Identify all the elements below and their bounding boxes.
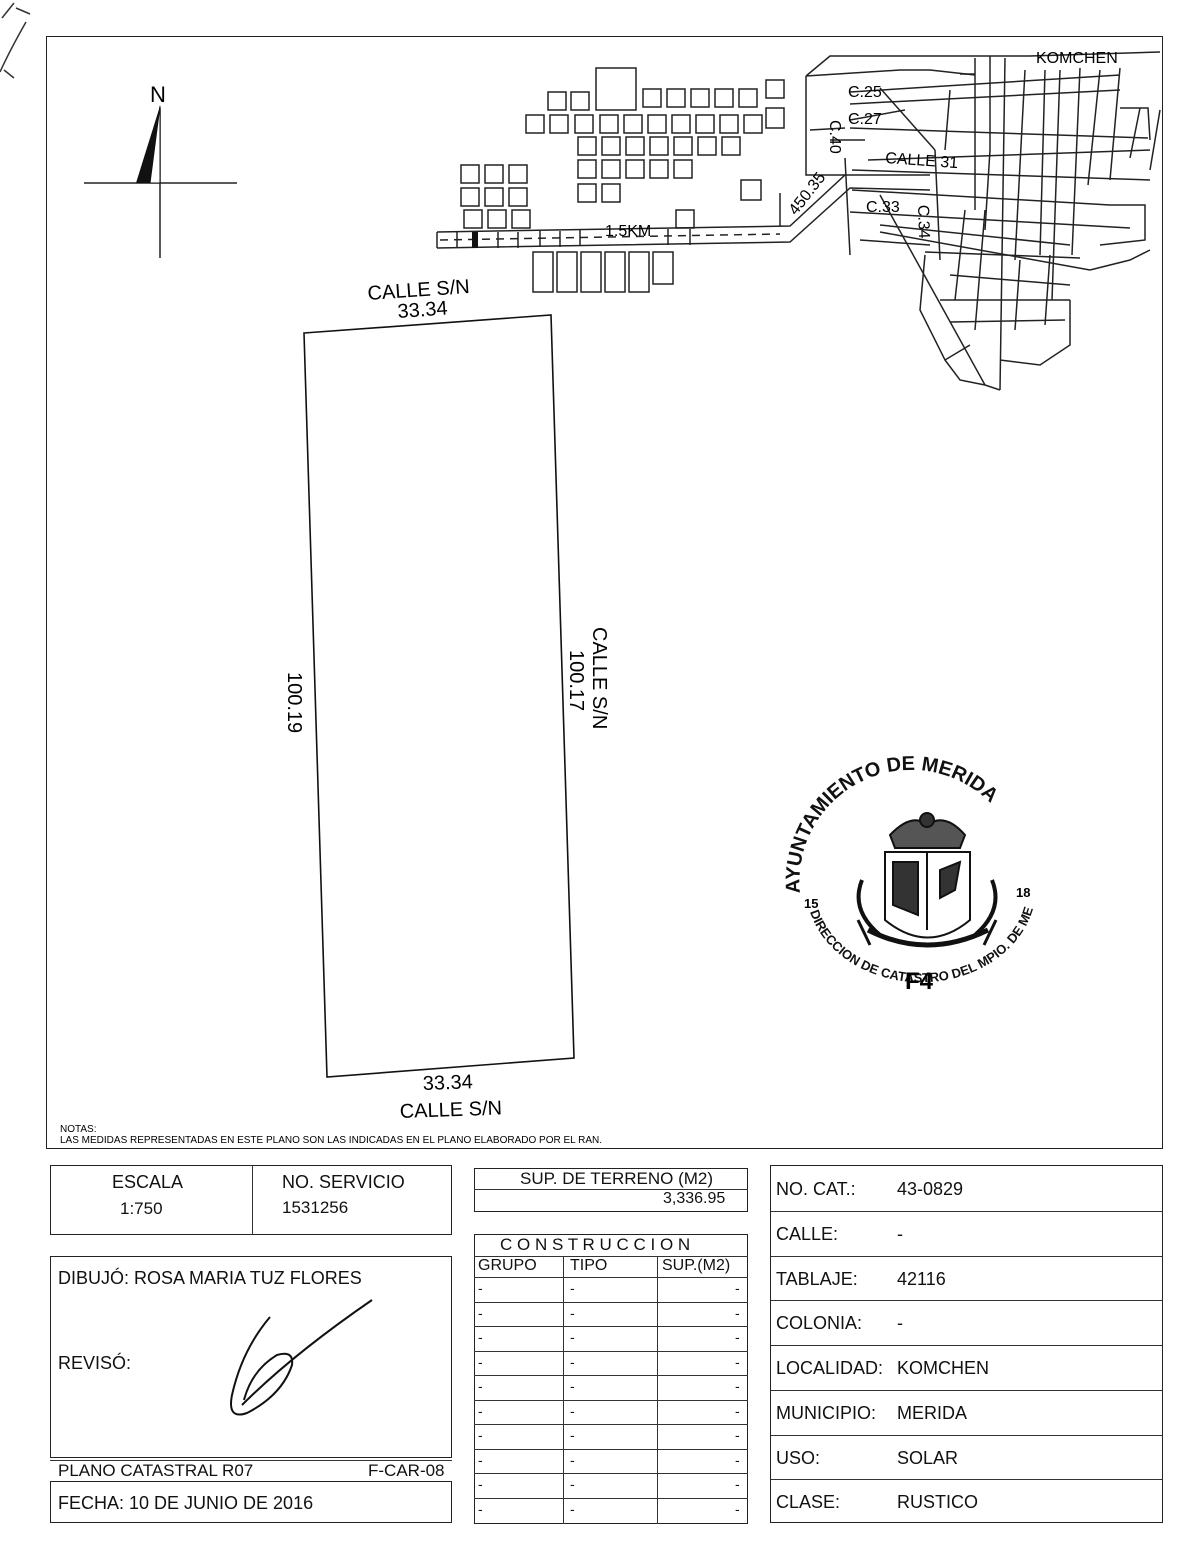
lot-left-length: 100.19 — [283, 672, 305, 733]
construction-cell-sup: - — [735, 1378, 740, 1394]
construction-cell-grupo: - — [478, 1280, 483, 1296]
lot-top-length: 33.34 — [397, 298, 448, 323]
land-area-box — [474, 1168, 748, 1212]
info-label: CALLE: — [776, 1223, 839, 1244]
drafting-box — [50, 1256, 452, 1458]
construction-cell-grupo: - — [478, 1402, 483, 1419]
servicio-value: 1531256 — [282, 1198, 349, 1217]
seal-year-right: 18 — [1016, 885, 1030, 900]
construction-header-tipo: TIPO — [570, 1257, 608, 1274]
lot-bottom-length: 33.34 — [422, 1071, 473, 1095]
info-value: 43-0829 — [897, 1179, 964, 1199]
construction-table — [474, 1234, 748, 1524]
land-area-value: 3,336.95 — [663, 1190, 726, 1207]
construction-cell-grupo: - — [478, 1427, 483, 1443]
plan-title: PLANO CATASTRAL R07 — [58, 1461, 254, 1480]
info-label: MUNICIPIO: — [776, 1402, 877, 1423]
construction-cell-grupo: - — [478, 1378, 483, 1394]
info-value: SOLAR — [897, 1447, 959, 1468]
reviewed-by-label: REVISÓ: — [58, 1353, 132, 1373]
construction-title: C O N S T R U C C I O N — [500, 1235, 691, 1254]
construction-cell-sup: - — [735, 1500, 740, 1517]
construction-cell-sup: - — [735, 1476, 740, 1492]
lot-bottom-street: CALLE S/N — [399, 1097, 502, 1123]
locality-label: KOMCHEN — [1036, 50, 1118, 67]
construction-cell-sup: - — [735, 1280, 740, 1296]
komchen-streets — [805, 51, 1161, 391]
construction-cell-tipo: - — [570, 1476, 575, 1492]
map-drawing: N — [0, 0, 1161, 1146]
construction-cell-grupo: - — [478, 1476, 483, 1492]
construction-cell-grupo: - — [478, 1329, 483, 1345]
seal-year-left: 15 — [804, 896, 818, 911]
scale-service-box — [50, 1165, 452, 1235]
escala-value: 1:750 — [120, 1199, 163, 1218]
street-c34: C.34 — [914, 205, 932, 239]
info-label: TABLAJE: — [776, 1268, 858, 1289]
street-c40: C.40 — [826, 120, 843, 154]
form-code: F-CAR-08 — [368, 1461, 445, 1480]
north-arrow-icon — [84, 105, 237, 258]
construction-cell-tipo: - — [570, 1304, 575, 1321]
construction-cell-tipo: - — [570, 1280, 575, 1296]
notes-text: LAS MEDIDAS REPRESENTADAS EN ESTE PLANO … — [60, 1135, 602, 1146]
servicio-label: NO. SERVICIO — [282, 1172, 405, 1192]
land-area-label: SUP. DE TERRENO (M2) — [520, 1169, 714, 1188]
construction-cell-grupo: - — [478, 1304, 483, 1321]
street-c33: C.33 — [866, 199, 900, 216]
drawn-by: DIBUJÓ: ROSA MARIA TUZ FLORES — [58, 1268, 362, 1288]
info-value: 42116 — [897, 1268, 946, 1289]
info-value: - — [897, 1313, 903, 1334]
lot-polygon — [303, 314, 575, 1078]
construction-cell-sup: - — [735, 1304, 740, 1321]
signature-icon — [230, 1299, 373, 1416]
street-c25: C.25 — [848, 84, 882, 101]
construction-cell-grupo: - — [478, 1500, 483, 1517]
info-label: COLONIA: — [776, 1313, 863, 1334]
construction-cell-tipo: - — [570, 1402, 575, 1419]
construction-cell-tipo: - — [570, 1451, 575, 1468]
construction-cell-sup: - — [735, 1402, 740, 1419]
info-value: KOMCHEN — [897, 1358, 990, 1378]
construction-cell-tipo: - — [570, 1427, 575, 1443]
construction-cell-sup: - — [735, 1353, 740, 1370]
lot-right-length: 100.17 — [565, 650, 587, 711]
construction-cell-tipo: - — [570, 1353, 575, 1370]
date-box — [50, 1481, 452, 1523]
date: FECHA: 10 DE JUNIO DE 2016 — [58, 1493, 314, 1513]
construction-cell-tipo: - — [570, 1500, 575, 1517]
construction-cell-sup: - — [735, 1329, 740, 1345]
seal-code: F4 — [905, 968, 934, 995]
construction-cell-grupo: - — [478, 1451, 483, 1468]
construction-cell-grupo: - — [478, 1353, 483, 1370]
info-value: - — [897, 1223, 903, 1244]
construction-cell-tipo: - — [570, 1329, 575, 1345]
info-value: RUSTICO — [897, 1492, 978, 1513]
info-value: MERIDA — [897, 1402, 968, 1423]
lot-labels: CALLE S/N 33.34 100.19 CALLE S/N 100.17 … — [283, 276, 610, 1123]
info-label: NO. CAT.: — [776, 1179, 856, 1199]
escala-label: ESCALA — [112, 1172, 184, 1192]
block-grid — [460, 67, 785, 293]
north-label: N — [150, 82, 166, 107]
construction-cell-sup: - — [735, 1427, 740, 1443]
construction-cell-sup: - — [735, 1451, 740, 1468]
construction-cell-tipo: - — [570, 1378, 575, 1394]
notes-title: NOTAS: — [60, 1124, 96, 1135]
map-frame — [46, 36, 1163, 1149]
distance-label: 450.35 — [786, 169, 830, 218]
info-label: LOCALIDAD: — [776, 1358, 884, 1378]
km-label: 1.5KM — [605, 223, 651, 240]
info-label: CLASE: — [776, 1492, 841, 1513]
street-calle31: CALLE 31 — [885, 150, 959, 172]
info-label: USO: — [776, 1447, 821, 1468]
coat-of-arms-icon — [856, 812, 998, 948]
construction-header-grupo: GRUPO — [478, 1257, 537, 1274]
lot-right-street: CALLE S/N — [588, 627, 610, 729]
street-c27: C.27 — [848, 111, 882, 128]
construction-header-sup: SUP.(M2) — [662, 1257, 731, 1274]
